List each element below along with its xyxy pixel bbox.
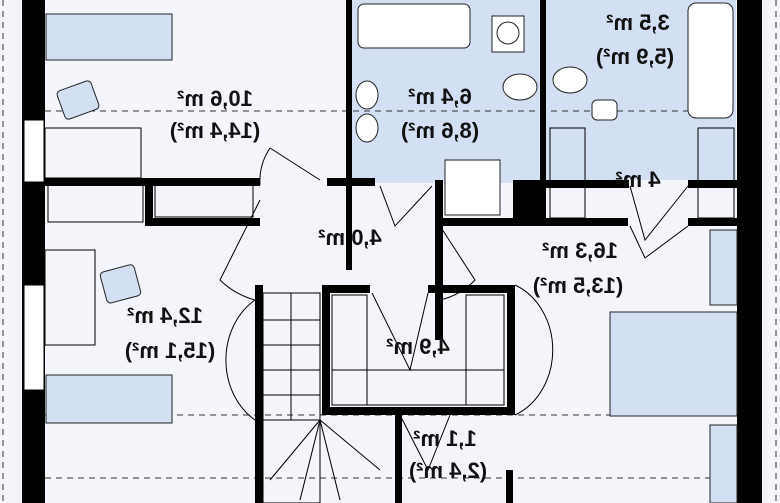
wardrobe-left-b — [154, 183, 254, 218]
room-area-bathroom-small: 3,5 m² — [606, 10, 670, 35]
window-left-top — [23, 119, 45, 183]
bed-top-left — [45, 13, 173, 61]
door-swings — [219, 147, 689, 472]
wall-stairs-left — [255, 285, 263, 503]
shower — [444, 159, 501, 216]
wall-closet-center-bottom — [322, 407, 515, 415]
wall-closet-center-top-left — [322, 285, 370, 293]
room-area-alt-bedroom-top-left: (14,4 m²) — [170, 118, 260, 143]
room-area-alt-bedroom-right: (13,5 m²) — [533, 273, 623, 298]
bathtub-small — [687, 2, 734, 119]
bed-right — [609, 311, 738, 417]
wardrobe-left-a — [47, 183, 144, 223]
wall-bathrooms-divider — [540, 0, 546, 180]
window-left-bottom — [23, 284, 45, 391]
sink-top — [355, 80, 379, 110]
nightstand-right — [709, 229, 738, 306]
wall-closet-bottom-right — [688, 218, 737, 226]
room-area-storage: 1,1 m² — [413, 426, 477, 451]
wall-bathroom-stub — [327, 178, 375, 186]
toilet-small — [552, 66, 588, 94]
room-area-alt-bedroom-left: (15,1 m²) — [125, 338, 215, 363]
room-area-walk-in-closet-center: 4,9 m² — [386, 334, 450, 359]
room-area-hall: 4,0 m² — [318, 225, 382, 250]
wall-shower — [435, 180, 443, 340]
wall-closet-center-right — [507, 285, 515, 415]
wall-wardrobe-bottom — [145, 218, 260, 226]
bathtub-main — [357, 3, 471, 49]
sink-bottom — [355, 113, 379, 143]
bed-left — [45, 374, 173, 424]
chair-top — [56, 80, 100, 120]
desk-top — [44, 127, 142, 179]
room-area-walk-in-closet-right: 4 m² — [615, 167, 660, 192]
room-area-alt-bathroom-small: (5,9 m²) — [596, 44, 674, 69]
wardrobe-closet-left — [549, 127, 586, 219]
wall-storage-left — [395, 415, 402, 503]
wall-right — [737, 0, 762, 503]
room-area-bedroom-left: 12,4 m² — [127, 303, 203, 328]
desk-left — [44, 249, 96, 346]
wall-closet-top-left — [546, 180, 629, 188]
wall-closet-center-left — [322, 285, 330, 415]
wardrobe-center-bottom — [331, 369, 505, 406]
chair-left — [99, 264, 142, 304]
wall-wardrobe — [145, 178, 153, 226]
wall-left — [22, 0, 45, 503]
sink-small — [591, 99, 618, 121]
staircase — [262, 292, 381, 503]
washing-machine-drum — [496, 21, 520, 45]
wall-closet-bottom — [435, 218, 628, 226]
wall-closet-center-top-right — [428, 285, 515, 293]
wall-bathroom-left — [346, 0, 352, 270]
room-area-bedroom-right: 16,3 m² — [542, 238, 618, 263]
wardrobe-closet-right — [697, 127, 735, 219]
room-area-bedroom-top-left: 10,6 m² — [177, 86, 253, 111]
wall-closet-top-right — [688, 180, 737, 188]
toilet-main — [502, 73, 538, 101]
wall-storage-right — [506, 470, 513, 503]
room-area-alt-bathroom-main: (8,6 m²) — [401, 118, 479, 143]
room-area-alt-storage: (2,4 m²) — [409, 458, 487, 483]
room-area-bathroom-main: 6,4 m² — [408, 84, 472, 109]
wall-shaft — [513, 180, 546, 225]
nightstand-right-bottom — [709, 424, 738, 503]
